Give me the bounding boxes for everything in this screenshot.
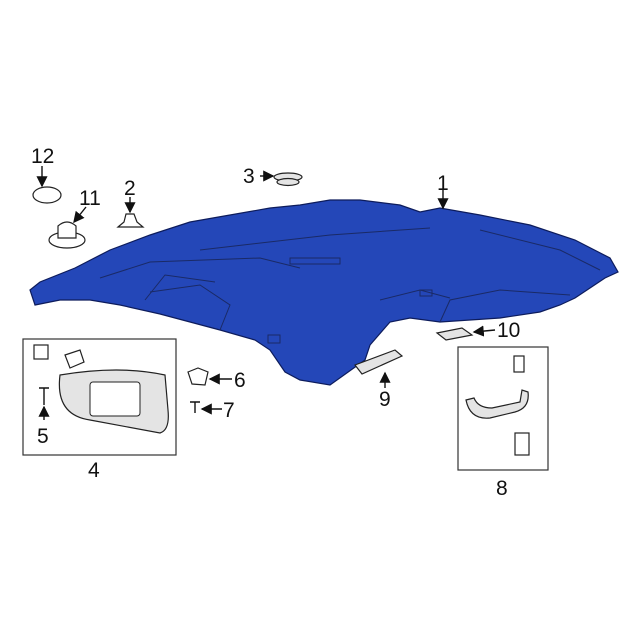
callout-4: 4 — [88, 459, 100, 482]
clip-part-2 — [116, 213, 145, 228]
sunvisor-group-box — [22, 338, 177, 456]
sunvisor — [33, 344, 169, 434]
lamp-part-9 — [354, 349, 404, 375]
callout-3: 3 — [243, 165, 255, 188]
retainer-part-11 — [48, 221, 86, 249]
leader-lines — [36, 166, 496, 420]
cover-part-10 — [435, 327, 474, 341]
callout-5: 5 — [37, 425, 49, 448]
screw-part-7 — [190, 401, 200, 413]
grab-handle-group-box — [457, 346, 549, 471]
clip-part-6 — [187, 367, 209, 386]
callout-9: 9 — [379, 388, 391, 411]
grommet-part-3 — [273, 172, 303, 187]
callout-10: 10 — [497, 319, 520, 342]
callout-2: 2 — [124, 177, 136, 200]
callout-1: 1 — [437, 172, 449, 195]
clip-part-12 — [32, 186, 62, 204]
grab-handle — [465, 355, 530, 456]
callout-12: 12 — [31, 145, 54, 168]
callout-7: 7 — [223, 399, 235, 422]
headliner — [29, 199, 619, 386]
callout-6: 6 — [234, 369, 246, 392]
callout-8: 8 — [496, 477, 508, 500]
callout-11: 11 — [79, 187, 101, 210]
